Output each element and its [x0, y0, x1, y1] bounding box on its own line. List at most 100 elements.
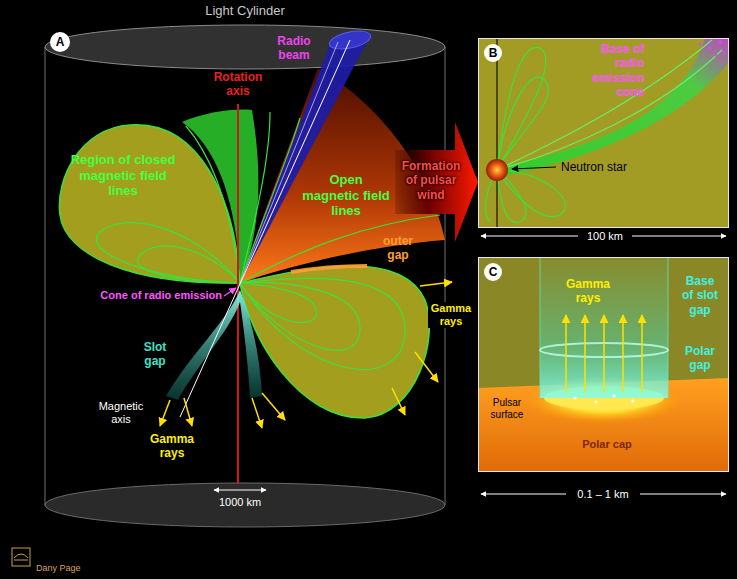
wind-label: Formation of pulsar wind	[398, 159, 464, 202]
zoom-panel-art	[497, 40, 712, 170]
field-line	[186, 126, 240, 283]
field-line	[240, 283, 317, 323]
panel-letter: B	[485, 45, 501, 61]
gap-label: Polar gap	[679, 344, 721, 373]
zoom-panel-art	[540, 258, 541, 398]
panel-letter: A	[52, 34, 68, 50]
zoom-panel-art	[668, 258, 669, 398]
zoom-panel-art	[723, 51, 726, 54]
boundary-label: Light Cylinder	[180, 3, 310, 19]
field-line	[240, 283, 360, 351]
region-label: Region of closed magnetic field lines	[68, 152, 178, 199]
zoom-panel-art	[699, 40, 726, 57]
slot-gap	[166, 290, 262, 400]
field-line	[97, 223, 240, 283]
zoom-panel-art	[715, 54, 718, 57]
field-line	[97, 112, 440, 369]
zoom-panel-art	[497, 38, 729, 176]
dimension-arrow	[481, 494, 566, 495]
zoom-panel-art	[718, 40, 722, 44]
surface-label: Pulsar surface	[483, 397, 531, 421]
zoom-panel-art	[496, 38, 497, 228]
gamma-ray-arrow	[184, 398, 192, 426]
dimension-label: 1000 km	[210, 496, 270, 509]
gamma-ray-arrow	[160, 282, 452, 428]
field-line	[240, 118, 300, 283]
magnetic-axis	[180, 40, 350, 417]
closed-field-lobe	[240, 266, 429, 418]
dimension-label: 0.1 – 1 km	[566, 487, 640, 501]
zoom-panel: B Base of radio emission coneNeutron star	[478, 38, 729, 228]
zoom-panel-art	[641, 315, 643, 392]
zoom-panel-art	[478, 257, 729, 472]
dimension-arrow	[640, 494, 726, 495]
zoom-panel-art	[584, 315, 586, 392]
field-line	[138, 246, 240, 283]
zoom-panel-art	[497, 170, 565, 217]
institute-logo	[12, 548, 30, 566]
pointer-arrow	[224, 288, 236, 296]
light-cylinder	[45, 47, 46, 505]
institute-logo	[12, 548, 30, 566]
zoom-panel-art	[632, 400, 635, 403]
letter-disc	[50, 32, 70, 52]
credit-label: Dany Page	[36, 563, 106, 574]
zoom-panel-art	[574, 397, 577, 400]
ray-label: Gamma rays	[565, 277, 611, 306]
dimension-label: 100 km	[578, 229, 632, 243]
zoom-panel-art	[512, 167, 556, 169]
dimension-arrow	[214, 490, 266, 491]
zoom-panel-art	[478, 38, 729, 228]
institute-logo	[14, 554, 28, 558]
dimension-arrow	[481, 236, 578, 237]
zoom-panel: C Gamma rays Base of slot gapPolar gapPuls…	[478, 257, 729, 472]
institute-logo	[14, 560, 28, 561]
zoom-panel-art	[484, 263, 502, 281]
outer-gap	[291, 266, 367, 272]
gap-label: Base of slot gap	[679, 274, 721, 317]
dimension-arrow	[632, 236, 726, 237]
zoom-panel-art	[565, 315, 567, 392]
field-line	[240, 112, 270, 283]
radio-beam	[240, 28, 372, 283]
zoom-panel-art	[708, 46, 712, 50]
zoom-panel-art	[622, 315, 624, 392]
region-label: Open magnetic field lines	[300, 172, 392, 219]
closed-field-lobe	[59, 125, 240, 283]
wind-arrow	[395, 122, 478, 242]
ray-label: Gamma rays	[148, 432, 196, 461]
cone-label: Base of radio emission cone	[574, 42, 644, 100]
zoom-panel-art	[486, 159, 508, 181]
gap-label: outer gap	[378, 234, 418, 263]
zoom-panel-art	[486, 40, 722, 222]
light-cylinder	[45, 25, 445, 527]
emission-label: Cone of radio emission	[92, 289, 222, 302]
zoom-panel-art	[613, 395, 616, 398]
ray-label: Gamma rays	[428, 302, 474, 328]
gamma-ray-arrow	[415, 352, 438, 382]
gamma-ray-arrow	[420, 282, 452, 286]
zoom-panel-art	[497, 50, 722, 170]
zoom-panel-art	[574, 395, 635, 404]
zoom-panel-art	[540, 258, 668, 398]
axis-label: Magnetic axis	[92, 400, 150, 426]
zoom-panel-art	[484, 44, 502, 62]
zoom-panel-art	[478, 38, 729, 472]
zoom-panel-art	[699, 43, 702, 46]
gamma-ray-arrow	[252, 398, 262, 428]
light-cylinder	[45, 25, 445, 69]
beam-label: Radio beam	[270, 34, 318, 63]
star-label: Neutron star	[561, 160, 641, 174]
zoom-panel-art	[603, 315, 605, 392]
light-cylinder	[45, 483, 445, 527]
gap-label: Slot gap	[136, 340, 174, 369]
gamma-ray-arrow	[262, 393, 285, 420]
axis-label: Rotation axis	[205, 70, 271, 99]
light-cylinder	[445, 47, 446, 505]
zoom-panel-art	[497, 47, 546, 170]
gamma-ray-arrow	[392, 388, 405, 415]
zoom-panel-art	[566, 315, 642, 392]
panel-letter: C	[485, 264, 501, 280]
cap-label: Polar cap	[579, 438, 635, 451]
field-line	[240, 278, 405, 369]
